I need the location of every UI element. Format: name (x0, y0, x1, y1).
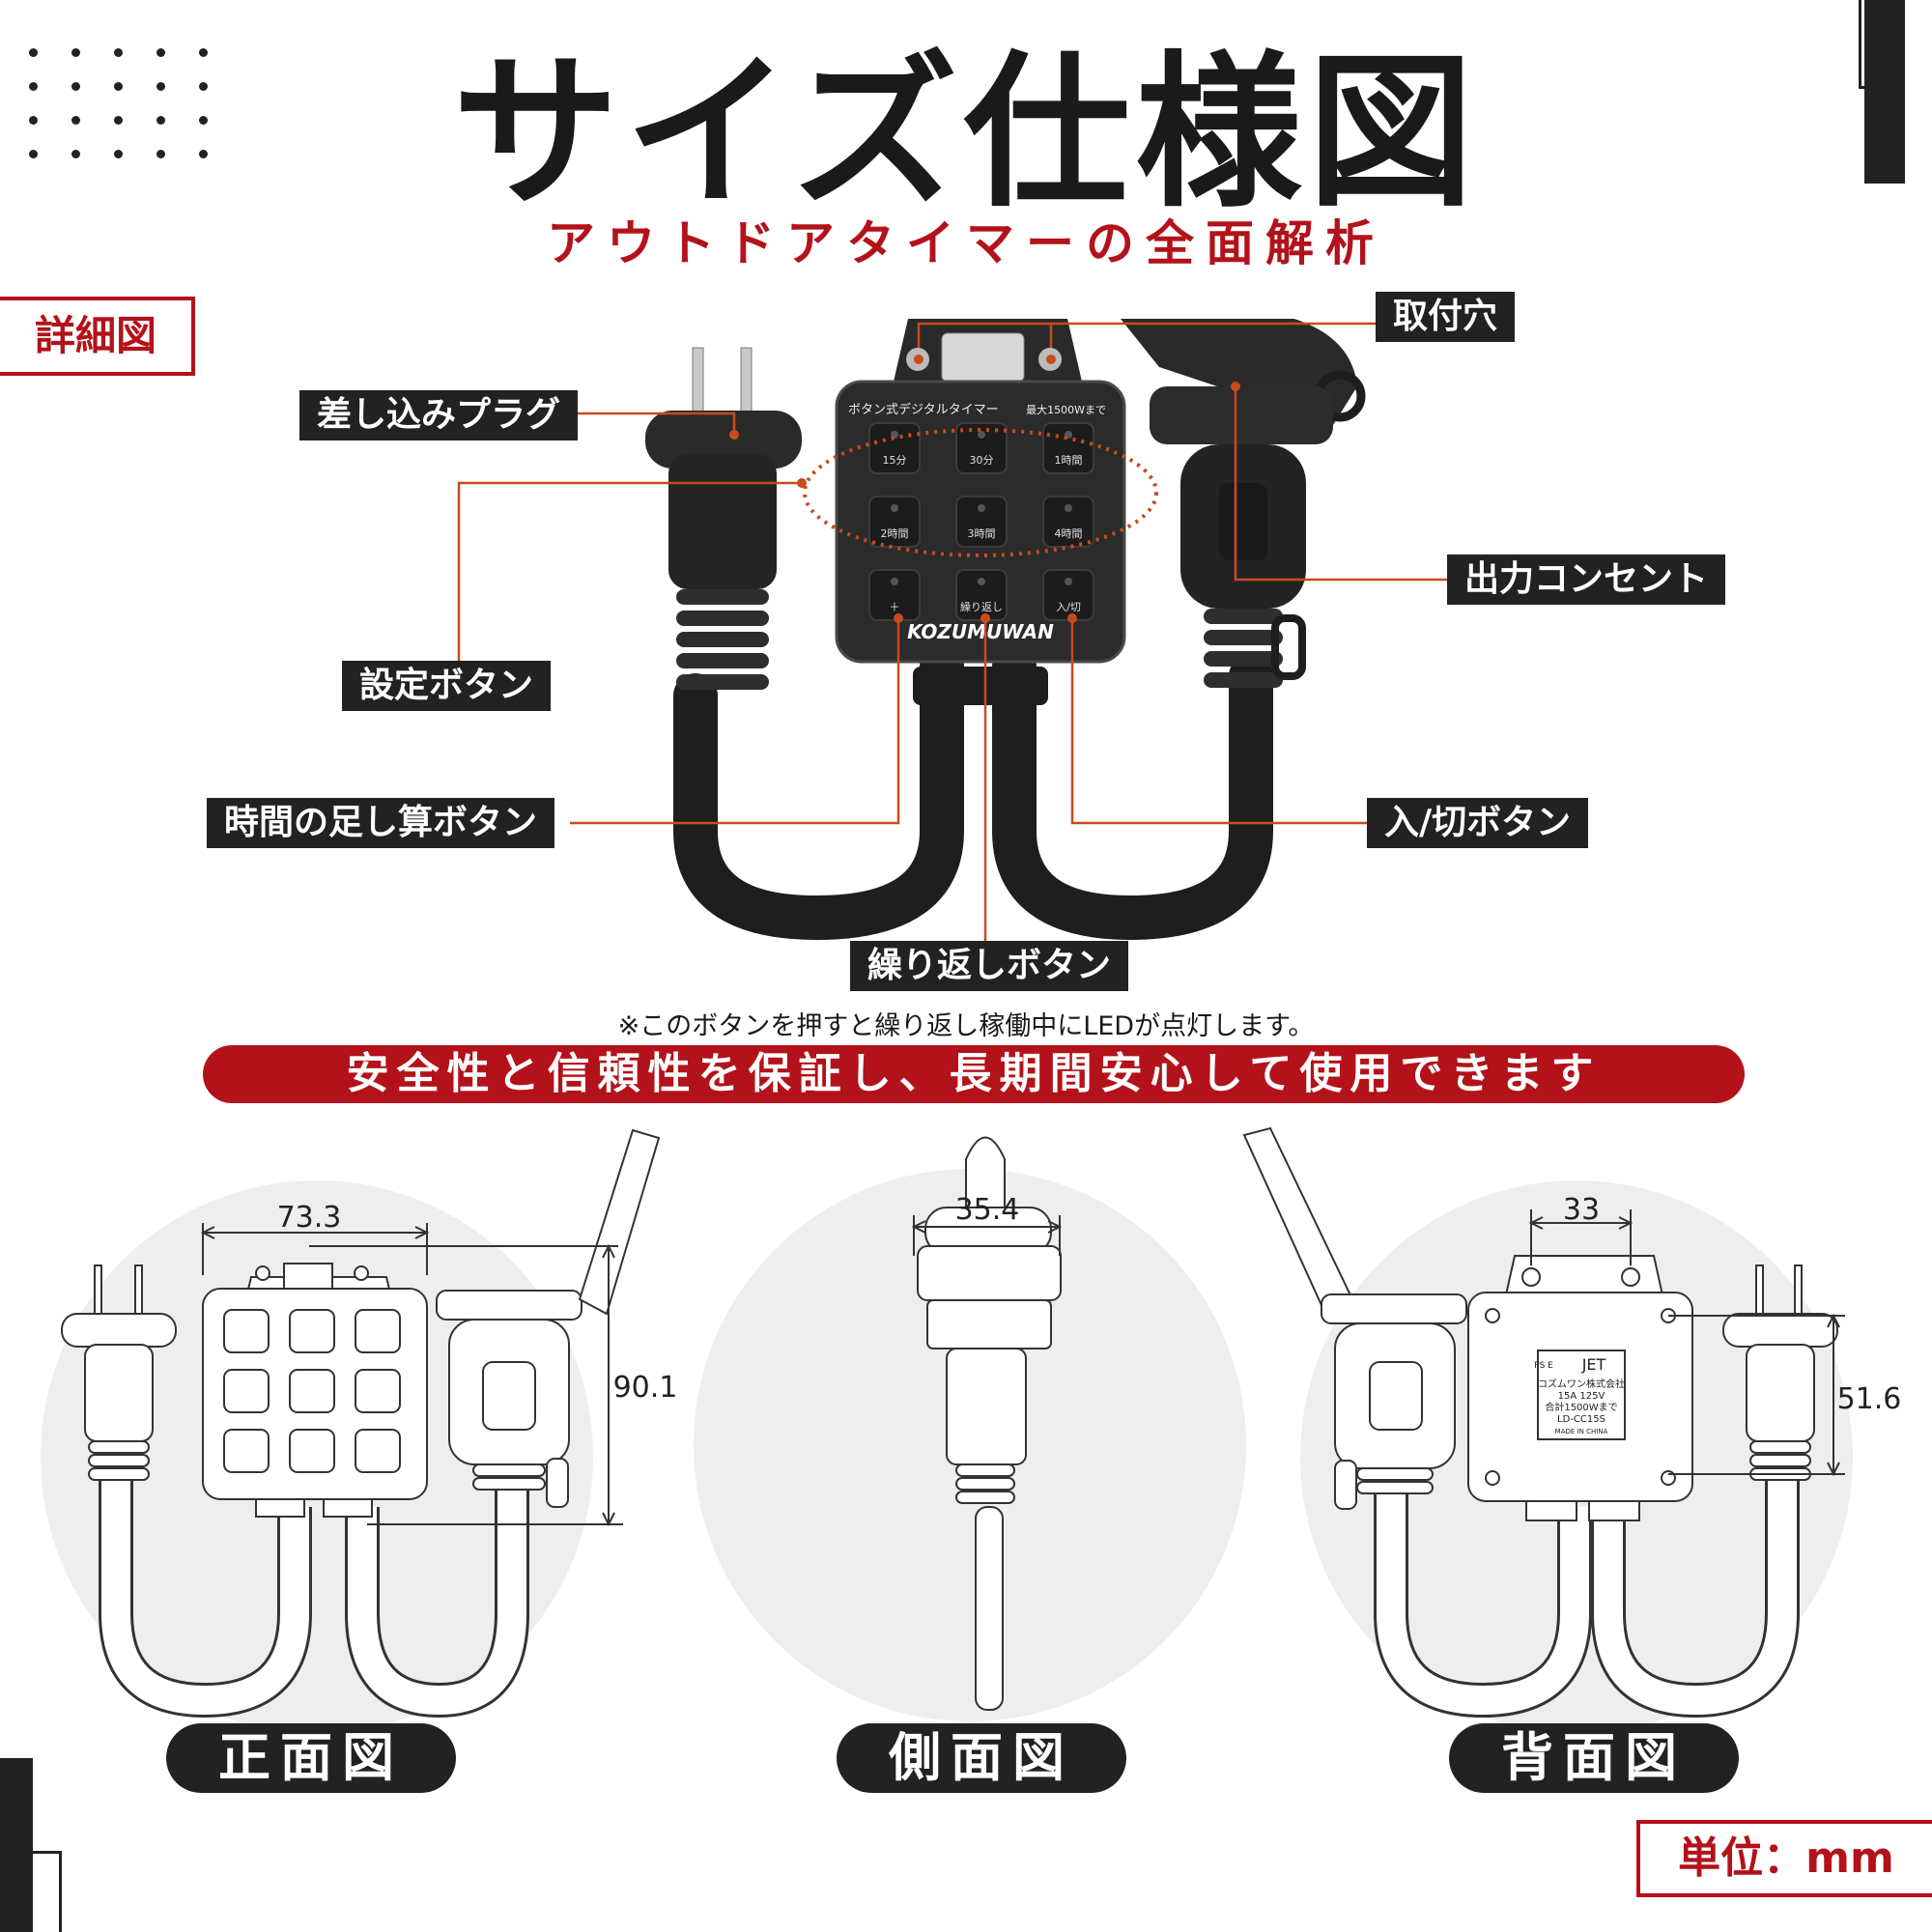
timer-button-grid: 15分 30分 1時間 2時間 3時間 4時間 ＋ 繰り返し 入/切 (868, 422, 1094, 621)
callout-repeat-button: 繰り返しボタン (850, 941, 1129, 991)
pse-mark: PS E (1534, 1361, 1553, 1371)
callout-lines (457, 322, 1447, 945)
front-view-button-outline (355, 1429, 401, 1473)
timer-button-8[interactable]: 繰り返し (955, 569, 1008, 621)
timer-button-label: 4時間 (1055, 527, 1083, 540)
callout-plug: 差し込みプラグ (299, 390, 579, 440)
timer-button-label: ＋ (890, 601, 900, 613)
timer-button-label: 入/切 (1056, 601, 1081, 613)
timer-button-9[interactable]: 入/切 (1042, 569, 1094, 621)
led-indicator (1065, 504, 1072, 512)
front-view-drawing (61, 1128, 661, 1719)
timer-button-6[interactable]: 4時間 (1042, 496, 1094, 548)
back-view-label: 背面図 (1449, 1723, 1739, 1793)
button-highlight-ellipse (803, 428, 1158, 557)
callout-mounting-hole: 取付穴 (1376, 292, 1516, 342)
led-indicator (978, 431, 985, 439)
front-view-button-outline (289, 1429, 335, 1473)
timer-button-label: 30分 (970, 454, 994, 467)
callout-add-time-button: 時間の足し算ボタン (207, 798, 555, 848)
led-indicator (978, 504, 985, 512)
front-view-button-outline (223, 1309, 270, 1353)
repeat-button-note: ※このボタンを押すと繰り返し稼働中にLEDが点灯します。 (617, 1011, 1315, 1041)
back-label-plate: PS E JET コズムワン株式会社 15A 125V 合計1500Wまで LD… (1534, 1355, 1625, 1435)
front-dimension-lines (200, 1223, 623, 1527)
timer-button-label: 2時間 (881, 527, 909, 540)
led-indicator (1065, 578, 1072, 585)
callout-set-button: 設定ボタン (342, 661, 552, 711)
side-view-label: 側面図 (837, 1723, 1126, 1793)
model-text: LD-CC15S (1557, 1414, 1605, 1425)
unit-label: 単位：mm (1636, 1820, 1932, 1897)
outlet-illustration (1121, 319, 1366, 688)
front-width-dimension: 73.3 (277, 1201, 342, 1235)
back-hole-spacing-dimension: 33 (1563, 1193, 1600, 1227)
timer-button-5[interactable]: 3時間 (955, 496, 1008, 548)
front-view-button-outline (223, 1429, 270, 1473)
timer-button-label: 3時間 (968, 527, 996, 540)
back-dimension-lines (1528, 1209, 1845, 1477)
timer-button-7[interactable]: ＋ (868, 569, 921, 621)
timer-button-2[interactable]: 30分 (955, 422, 1008, 474)
front-view-button-outline (289, 1309, 335, 1353)
reliability-banner: 安全性と信頼性を保証し、長期間安心して使用できます (203, 1045, 1745, 1103)
panel-max-text: 最大1500Wまで (1026, 403, 1106, 416)
page-title: サイズ仕様図 (452, 36, 1480, 230)
led-indicator (891, 578, 898, 585)
timer-button-3[interactable]: 1時間 (1042, 422, 1094, 474)
brand-text: KOZUMUWAN (907, 620, 1054, 643)
page-subtitle: アウトドアタイマーの全面解析 (547, 215, 1385, 271)
callout-power-button: 入/切ボタン (1367, 798, 1589, 848)
timer-button-1[interactable]: 15分 (868, 422, 921, 474)
timer-button-label: 繰り返し (960, 600, 1003, 613)
led-indicator (978, 578, 985, 585)
origin-text: MADE IN CHINA (1555, 1428, 1608, 1435)
front-view-label: 正面図 (166, 1723, 456, 1793)
jet-mark: JET (1581, 1355, 1606, 1374)
back-view-drawing (1242, 1126, 1838, 1719)
front-view-button-outline (223, 1369, 270, 1413)
front-view-button-outline (355, 1309, 401, 1353)
maker-text: コズムワン株式会社 (1538, 1378, 1625, 1390)
timer-button-label: 1時間 (1055, 454, 1083, 467)
decorative-dot-grid (29, 48, 242, 184)
front-view-button-outline (289, 1369, 335, 1413)
corner-decoration-bottom-left (0, 1758, 68, 1932)
led-indicator (891, 504, 898, 512)
side-depth-dimension: 35.4 (955, 1193, 1020, 1227)
callout-outlet: 出力コンセント (1447, 554, 1726, 605)
total-watt-text: 合計1500Wまで (1545, 1401, 1617, 1413)
timer-button-4[interactable]: 2時間 (868, 496, 921, 548)
panel-title-text: ボタン式デジタルタイマー (848, 402, 999, 417)
timer-button-label: 15分 (883, 454, 907, 467)
front-view-button-outline (355, 1369, 401, 1413)
side-view-drawing (917, 1136, 1062, 1711)
plug-illustration (645, 347, 802, 690)
side-dimension-lines (911, 1215, 1063, 1256)
corner-decoration-top-right (1859, 0, 1932, 184)
front-height-dimension: 90.1 (613, 1371, 678, 1405)
back-height-dimension: 51.6 (1837, 1382, 1902, 1416)
detail-tag: 詳細図 (0, 297, 195, 376)
rating-text: 15A 125V (1558, 1391, 1605, 1402)
